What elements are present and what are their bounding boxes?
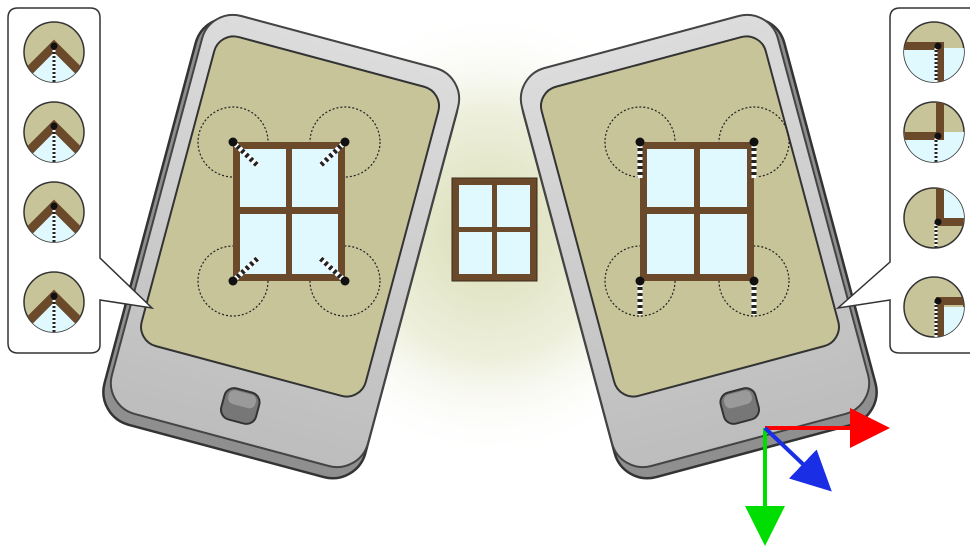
left-legend-callout	[7, 7, 155, 354]
legend-chevron-2	[23, 101, 85, 163]
legend-chevron-4	[23, 271, 85, 333]
left-window	[197, 106, 381, 317]
coordinate-axes	[745, 408, 890, 546]
right-window	[604, 106, 790, 317]
right-legend-callout	[835, 7, 970, 354]
legend-chevron-1	[23, 21, 85, 83]
legend-bottom-right-corner	[903, 276, 965, 338]
center-window	[451, 177, 538, 282]
z-axis-arrow	[763, 426, 832, 492]
legend-chevron-3	[23, 181, 85, 243]
left-legend-items	[23, 21, 85, 333]
legend-top-left-corner	[903, 21, 965, 83]
legend-bottom-left-corner	[903, 187, 965, 249]
